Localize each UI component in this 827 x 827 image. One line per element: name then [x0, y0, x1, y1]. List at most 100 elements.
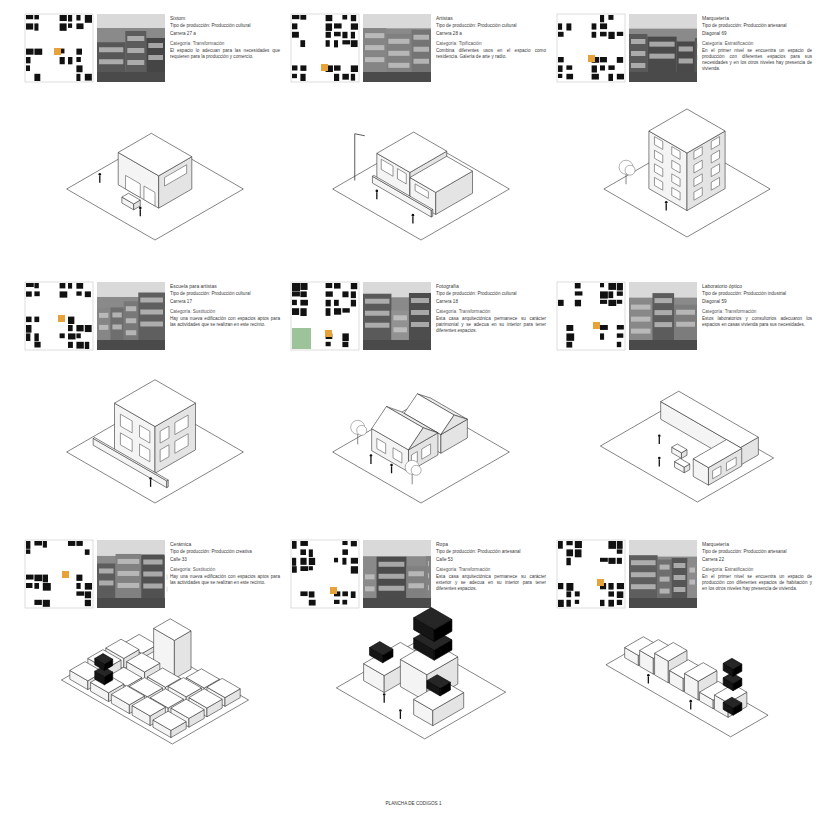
building-roof [127, 653, 160, 672]
building-face [372, 176, 431, 217]
building-footprint [85, 291, 91, 297]
site-photo [363, 540, 431, 608]
building-footprint [76, 342, 83, 349]
photo-window [631, 584, 656, 589]
building-footprint [34, 333, 38, 341]
person-figure [99, 176, 100, 183]
photo-window [411, 298, 429, 303]
building-footprint [300, 291, 306, 297]
description: Combina diferentes usos en el espacio co… [436, 48, 546, 60]
building-footprint [76, 74, 80, 81]
window [711, 177, 719, 190]
photo-window [411, 310, 429, 315]
building-footprint [600, 283, 604, 287]
photo-window [99, 580, 114, 585]
window [654, 150, 662, 163]
building-footprint [26, 317, 32, 323]
person-figure [150, 480, 151, 487]
person-figure [399, 709, 402, 712]
street-address: Carrera 27 a [170, 31, 280, 37]
description: El espacio lo adecuan para las necesidad… [170, 48, 280, 60]
category: Categoría: Transformación [170, 41, 280, 47]
building-footprint [558, 300, 564, 306]
isometric-drawing [67, 380, 244, 503]
building-footprint [617, 32, 623, 36]
building-footprint [309, 549, 313, 557]
window [711, 150, 719, 163]
building-footprint [334, 300, 339, 306]
category: Categoría: Sustitución [170, 567, 280, 573]
building-footprint [34, 575, 42, 582]
building-footprint [26, 49, 34, 55]
production-type: Tipo de producción: Producción cultural [436, 23, 546, 29]
photo-window [428, 561, 429, 566]
photo-base [629, 540, 697, 608]
building-footprint [26, 65, 30, 71]
building-footprint [43, 575, 48, 583]
window [160, 445, 169, 462]
building-footprint [68, 57, 72, 64]
building-footprint [76, 541, 82, 546]
map-frame [557, 282, 625, 350]
production-type: Tipo de producción: Producción cultural [436, 291, 546, 297]
photo-window [365, 33, 384, 38]
person-figure [658, 457, 661, 460]
building-footprint [76, 15, 80, 21]
street-address: Diagonal 69 [702, 31, 812, 37]
building-footprint [85, 74, 92, 81]
photo-street [97, 340, 165, 350]
tree-crown [411, 465, 421, 475]
window [694, 160, 702, 173]
photo-street [97, 72, 165, 82]
building-footprint [608, 32, 614, 39]
building-footprint [26, 541, 30, 549]
photo-window [393, 315, 406, 320]
production-type: Tipo de producción: Producción artesanal [436, 549, 546, 555]
window [397, 169, 406, 184]
building-footprint [326, 308, 331, 316]
site-map [25, 540, 93, 608]
photo-window [631, 51, 645, 56]
window [175, 415, 188, 435]
building-footprint [342, 342, 348, 347]
photo-window [649, 54, 674, 59]
building-footprint [575, 291, 583, 295]
building-footprint [26, 583, 32, 588]
site-photo [363, 282, 431, 350]
building-footprint [326, 291, 333, 296]
street-address: Carrera 22 [702, 557, 812, 563]
site-highlight [321, 64, 328, 71]
building-footprint [617, 549, 623, 553]
photo-window [413, 47, 429, 52]
building-footprint [608, 74, 613, 81]
photo-window [365, 574, 375, 579]
building-footprint [292, 566, 297, 573]
photo-window [631, 329, 650, 334]
building-footprint [43, 541, 47, 548]
building-footprint [85, 591, 91, 598]
building-footprint [617, 600, 622, 605]
site-photo [629, 282, 697, 350]
building-footprint [608, 283, 616, 290]
photo-window [379, 586, 405, 591]
building-footprint [34, 342, 40, 348]
street-address: Carrera 18 [436, 299, 546, 305]
person-figure [658, 434, 661, 437]
category: Categoría: Transformación [702, 309, 812, 315]
site-photo [363, 14, 431, 82]
building-footprint [334, 74, 339, 81]
building-footprint [600, 23, 607, 29]
isometric-drawing [61, 619, 248, 744]
building-footprint [334, 308, 341, 314]
photo-window [654, 310, 672, 315]
photo-base [97, 282, 165, 350]
building-footprint [566, 23, 571, 30]
building-footprint [600, 600, 604, 606]
building-footprint [334, 32, 341, 37]
building-footprint [34, 541, 42, 546]
building-footprint [600, 291, 608, 298]
window [422, 444, 431, 459]
person-figure [659, 437, 660, 444]
window [672, 174, 680, 187]
building-footprint [300, 558, 306, 565]
